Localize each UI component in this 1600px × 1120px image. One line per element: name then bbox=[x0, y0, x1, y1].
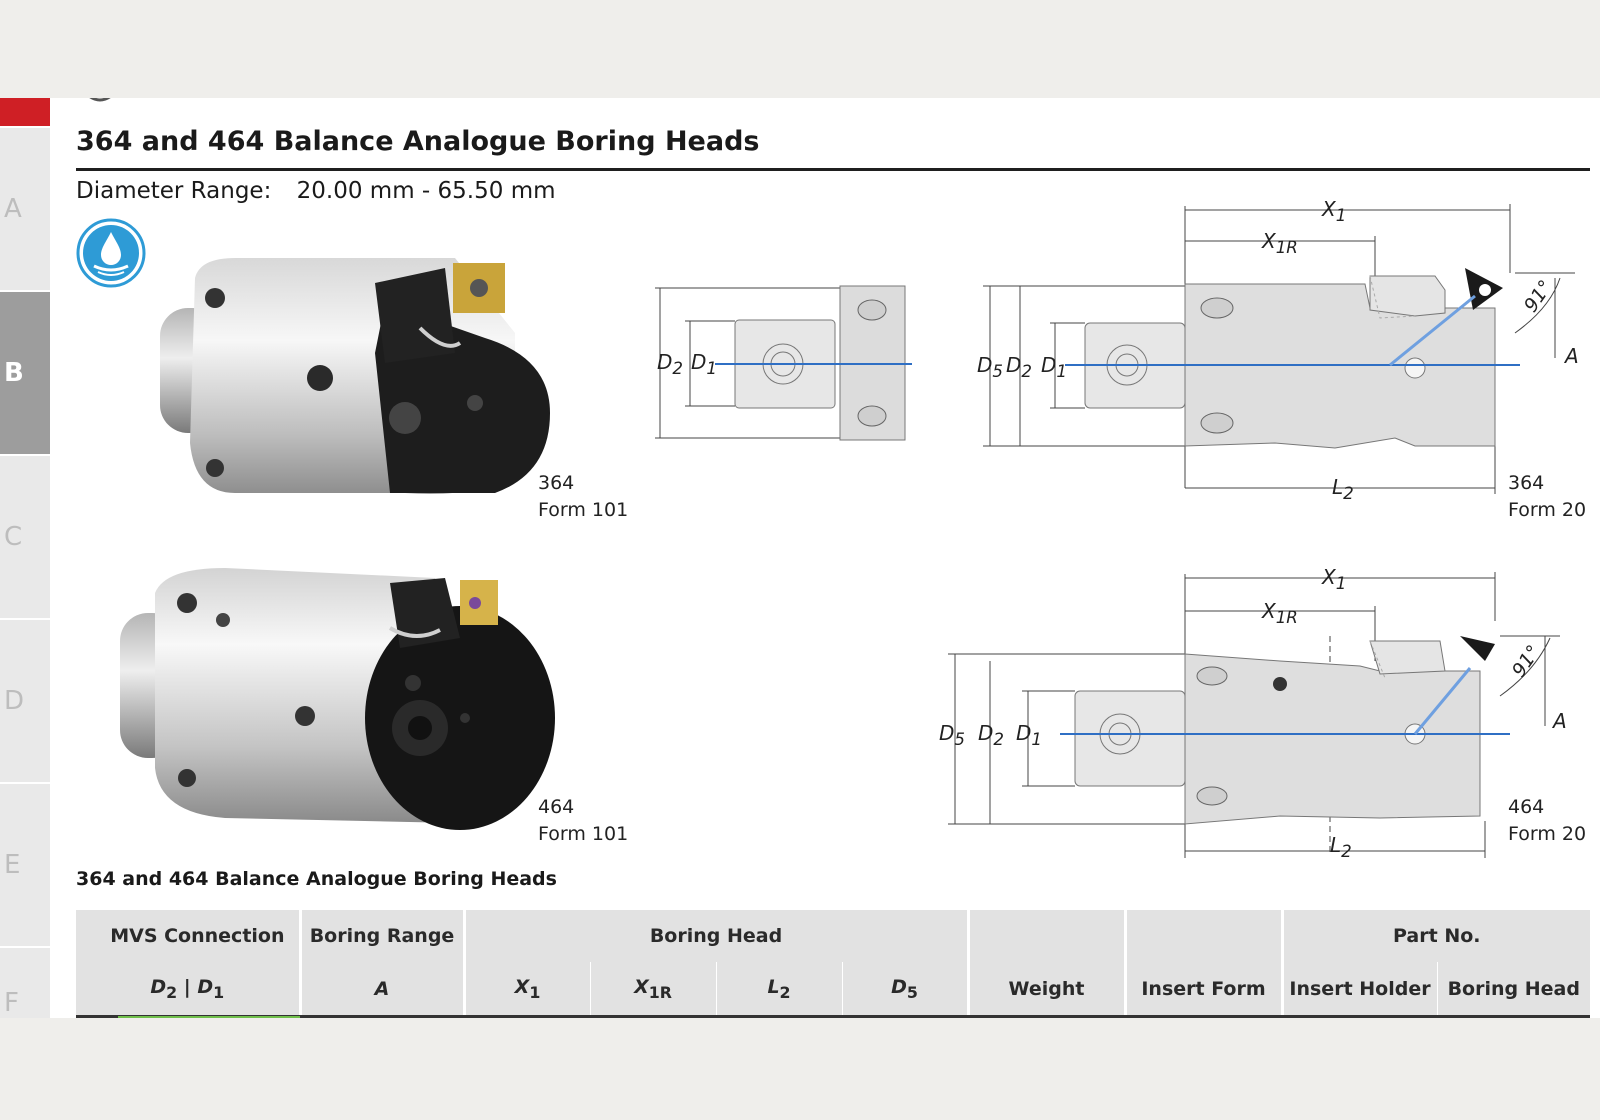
drawing-364-form20 bbox=[983, 204, 1575, 494]
dim-label-a-364: A bbox=[1565, 344, 1579, 368]
header-boring-head: Boring Head bbox=[464, 910, 970, 963]
side-index-tabs: A B C D E F bbox=[0, 98, 50, 1018]
subheader-d5: D5 bbox=[842, 962, 970, 1018]
boring-head-364-photo bbox=[160, 258, 550, 494]
product-caption-464: 464 Form 101 bbox=[538, 796, 629, 845]
dim-label-d1-364: D1 bbox=[1041, 353, 1068, 381]
dim-label-d1-464: D1 bbox=[1016, 721, 1043, 749]
drawing-364-form101 bbox=[655, 285, 912, 441]
header-mvs-connection: MVS Connection bbox=[76, 910, 302, 963]
diameter-range: Diameter Range: 20.00 mm - 65.50 mm bbox=[76, 178, 556, 204]
dim-label-x1r-464: X1R bbox=[1262, 599, 1298, 627]
subheader-weight: Weight bbox=[968, 962, 1127, 1018]
header-empty-1 bbox=[968, 910, 1127, 963]
drawing-464-form20 bbox=[948, 572, 1560, 858]
spec-table: MVS Connection Boring Range Boring Head … bbox=[76, 910, 1591, 1018]
boring-head-464-photo bbox=[120, 568, 555, 830]
dim-label-l2-464: L2 bbox=[1330, 833, 1352, 861]
catalog-page: A B C D E F 364 and 464 Balance Analogue… bbox=[0, 98, 1600, 1018]
subheader-insert-form: Insert Form bbox=[1125, 962, 1284, 1018]
dim-label-a-464: A bbox=[1553, 709, 1567, 733]
dim-label-d2-464: D2 bbox=[978, 721, 1005, 749]
index-tab-a[interactable]: A bbox=[0, 128, 50, 290]
subheader-boring-head: Boring Head bbox=[1437, 962, 1591, 1018]
subheader-insert-holder: Insert Holder bbox=[1282, 962, 1438, 1018]
drawing-caption-464: 464 Form 20 bbox=[1508, 796, 1587, 845]
page-title: 364 and 464 Balance Analogue Boring Head… bbox=[76, 126, 760, 157]
dim-label-x1-464: X1 bbox=[1322, 565, 1347, 593]
header-empty-2 bbox=[1125, 910, 1284, 963]
product-caption-364: 364 Form 101 bbox=[538, 472, 629, 521]
coolant-drop-icon bbox=[76, 218, 146, 288]
subheader-x1r: X1R bbox=[590, 962, 717, 1018]
index-tab-marker bbox=[0, 98, 50, 126]
diameter-range-label: Diameter Range: bbox=[76, 178, 272, 204]
header-boring-range: Boring Range bbox=[300, 910, 466, 963]
dim-label-d5-364: D5 bbox=[977, 353, 1004, 381]
dim-label-d2-form101: D2 bbox=[657, 350, 684, 378]
row-highlight-bar bbox=[118, 1016, 300, 1018]
index-tab-c[interactable]: C bbox=[0, 456, 50, 618]
dim-label-d5-464: D5 bbox=[939, 721, 966, 749]
index-tab-e[interactable]: E bbox=[0, 784, 50, 946]
index-tab-d[interactable]: D bbox=[0, 620, 50, 782]
subheader-x1: X1 bbox=[464, 962, 591, 1018]
dim-label-x1r-364: X1R bbox=[1262, 229, 1298, 257]
table-caption: 364 and 464 Balance Analogue Boring Head… bbox=[76, 868, 557, 890]
index-tab-b[interactable]: B bbox=[0, 292, 50, 454]
subheader-l2: L2 bbox=[716, 962, 843, 1018]
dim-label-d1-form101: D1 bbox=[691, 350, 718, 378]
subheader-a: A bbox=[300, 962, 466, 1018]
dim-label-x1-364: X1 bbox=[1322, 197, 1347, 225]
index-tab-f[interactable]: F bbox=[0, 948, 50, 1018]
title-divider bbox=[76, 168, 1590, 171]
brand-logo-icon bbox=[89, 98, 111, 102]
diameter-range-value: 20.00 mm - 65.50 mm bbox=[296, 178, 556, 204]
drawing-caption-364: 364 Form 20 bbox=[1508, 472, 1587, 521]
dim-label-l2-364: L2 bbox=[1332, 475, 1354, 503]
subheader-d2-d1: D2 | D1 bbox=[76, 962, 302, 1018]
header-part-no: Part No. bbox=[1393, 925, 1481, 948]
dim-label-d2-364: D2 bbox=[1006, 353, 1033, 381]
